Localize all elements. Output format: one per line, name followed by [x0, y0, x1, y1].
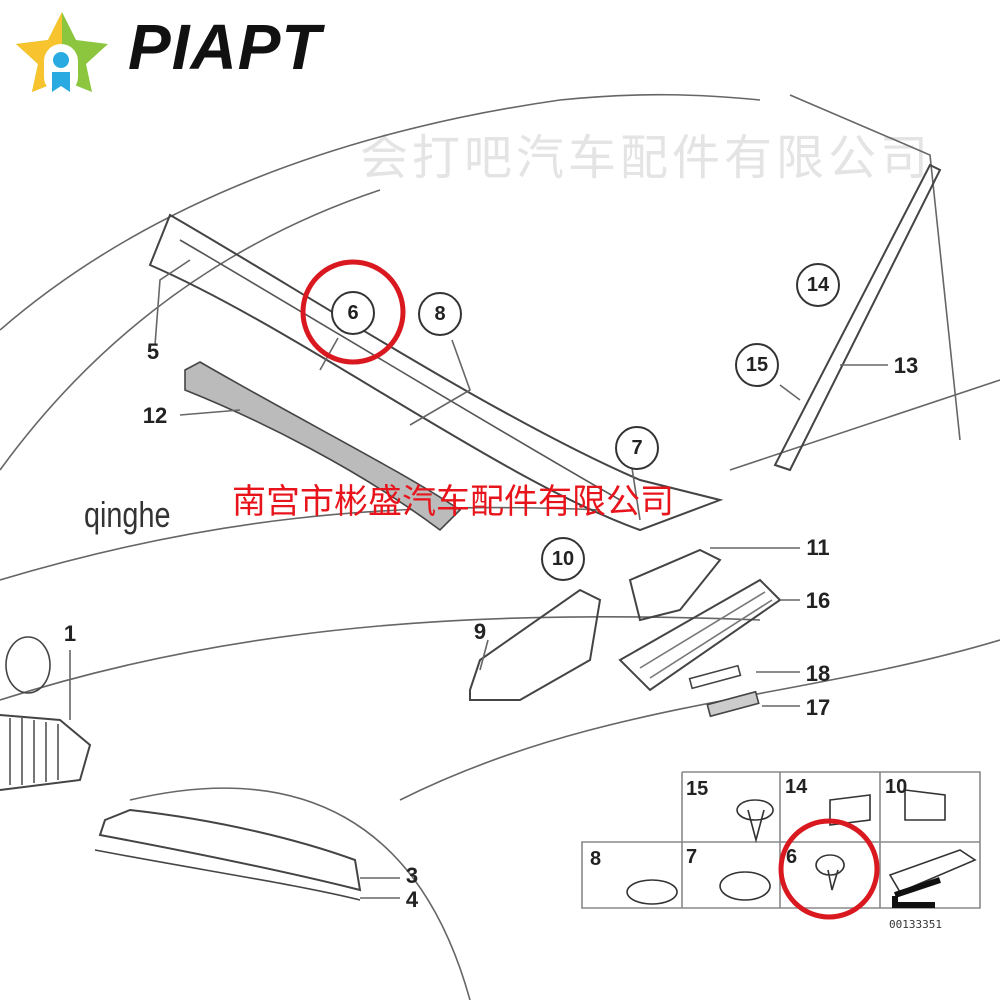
table-cell-10: 10	[885, 776, 908, 798]
highlight-circle-main	[300, 259, 406, 365]
callout-1: 1	[63, 621, 77, 646]
table-cell-14: 14	[785, 776, 808, 798]
callout-11: 11	[806, 535, 830, 560]
watermark-user: qinghe	[84, 494, 171, 535]
callout-14: 14	[796, 263, 840, 307]
callout-6: 6	[331, 291, 375, 335]
table-cell-8: 8	[590, 848, 602, 870]
callout-12: 12	[142, 403, 168, 428]
callout-13: 13	[893, 353, 919, 378]
callout-3: 3	[405, 863, 419, 888]
watermark-company: 南宫市彬盛汽车配件有限公司	[232, 482, 674, 522]
callout-9: 9	[473, 619, 487, 644]
callout-4: 4	[405, 887, 419, 912]
callout-10: 10	[541, 537, 585, 581]
callout-8: 8	[418, 292, 462, 336]
callout-7: 7	[615, 426, 659, 470]
callout-16: 16	[805, 588, 831, 613]
callout-5: 5	[146, 339, 160, 364]
callout-17: 17	[805, 695, 831, 720]
callout-18: 18	[805, 661, 831, 686]
brand-name: PIAPT	[128, 11, 322, 83]
diagram-number: 00133351	[889, 918, 942, 931]
table-cell-6: 6	[786, 846, 798, 868]
callout-15: 15	[735, 343, 779, 387]
watermark-grey: 会打吧汽车配件有限公司	[360, 130, 933, 186]
table-cell-7: 7	[686, 846, 698, 868]
logo-icon	[16, 12, 108, 94]
table-cell-15: 15	[686, 778, 709, 800]
highlight-circle-table	[778, 818, 880, 920]
